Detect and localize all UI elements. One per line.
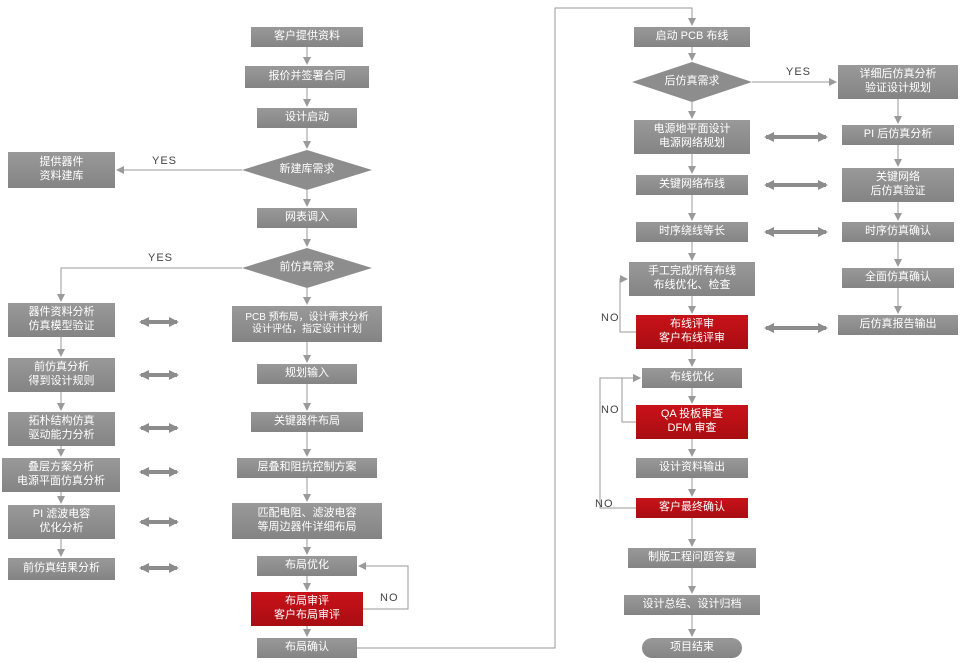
node-quote-contract: 报价并签署合同 [245, 66, 369, 88]
node-stackup-impedance: 层叠和阻抗控制方案 [237, 458, 377, 478]
node-key-component-placement: 关键器件布局 [251, 412, 363, 432]
node-layout-optimize: 布局优化 [257, 556, 357, 576]
node-pcb-prelayout: PCB 预布局，设计需求分析 设计评估，指定设计计划 [232, 306, 382, 342]
node-keynet-postsim: 关键网络 后仿真验证 [842, 168, 954, 202]
double-arrows [139, 132, 828, 573]
label-yes-newlib: YES [152, 155, 178, 167]
node-topology-sim: 拓朴结构仿真 驱动能力分析 [8, 412, 115, 446]
node-layout-review: 布局审评 客户布局审评 [251, 592, 363, 626]
node-layout-confirm: 布局确认 [257, 638, 357, 658]
node-fab-question-reply: 制版工程问题答复 [628, 548, 756, 568]
node-routing-optimize: 布线优化 [642, 368, 742, 388]
node-design-start: 设计启动 [257, 108, 357, 128]
label-no-routing-review: NO [601, 312, 620, 324]
node-design-output: 设计资料输出 [636, 458, 748, 478]
label-yes-presim: YES [148, 252, 174, 264]
node-timing-sim-confirm: 时序仿真确认 [842, 222, 954, 242]
node-timing-length: 时序绕线等长 [636, 222, 748, 242]
node-netlist-import: 网表调入 [257, 208, 357, 228]
node-presim-result: 前仿真结果分析 [8, 558, 115, 580]
node-presim-rules: 前仿真分析 得到设计规则 [8, 358, 115, 392]
node-plan-input: 规划输入 [257, 364, 357, 384]
node-design-summary: 设计总结、设计归档 [624, 595, 760, 615]
node-start-routing: 启动 PCB 布线 [634, 27, 750, 47]
node-pi-filter-cap: PI 滤波电容 优化分析 [8, 505, 115, 539]
node-provide-lib: 提供器件 资料建库 [8, 152, 115, 188]
node-customer-materials: 客户提供资料 [251, 27, 363, 47]
node-pi-postsim: PI 后仿真分析 [842, 125, 954, 145]
node-project-end: 项目结束 [642, 638, 742, 658]
node-routing-review: 布线评审 客户布线评审 [636, 315, 748, 349]
node-qa-dfm-review: QA 投板审查 DFM 审查 [636, 405, 748, 439]
label-yes-postsim: YES [786, 66, 812, 78]
node-full-sim-confirm: 全面仿真确认 [842, 268, 954, 288]
node-peripheral-placement: 匹配电阻、滤波电容 等周边器件详细布局 [232, 503, 382, 539]
node-customer-final-confirm: 客户最终确认 [636, 498, 748, 518]
node-stackup-analysis: 叠层方案分析 电源平面仿真分析 [2, 458, 120, 492]
branch-arrows [57, 7, 837, 649]
node-power-ground-plane: 电源地平面设计 电源网络规划 [634, 120, 750, 154]
label-no-qa-review: NO [601, 404, 620, 416]
label-no-layout-review: NO [380, 592, 399, 604]
node-key-net-routing: 关键网络布线 [636, 175, 748, 195]
node-component-analysis: 器件资料分析 仿真模型验证 [8, 303, 115, 337]
label-no-final-confirm: NO [595, 498, 614, 510]
node-manual-routing: 手工完成所有布线 布线优化、检查 [629, 262, 755, 296]
node-detailed-postsim: 详细后仿真分析 验证设计规划 [838, 65, 958, 99]
node-postsim-report: 后仿真报告输出 [838, 315, 958, 335]
